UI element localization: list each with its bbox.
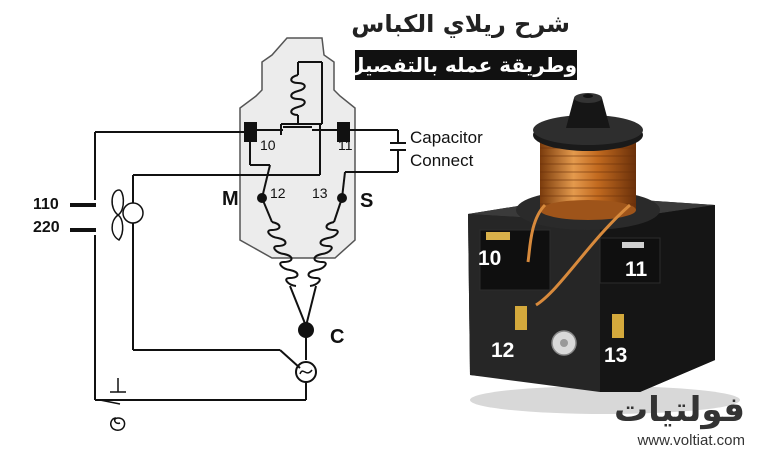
- winding-label-start: S: [360, 190, 373, 212]
- photo-terminal-11: 11: [625, 258, 648, 281]
- supply-terminal-top: [70, 203, 96, 207]
- fan-icon: [111, 189, 144, 241]
- capacitor-symbol: [341, 129, 406, 199]
- relay-terminal-12: 12: [270, 185, 286, 201]
- supply-label-220: 220: [33, 219, 60, 236]
- photo-terminal-13: 13: [604, 344, 627, 367]
- supply-terminal-bottom: [70, 228, 96, 232]
- circuit-wires: [94, 124, 321, 401]
- common-node: [298, 322, 314, 338]
- title-line-1: شرح ريلاي الكباس: [351, 10, 570, 38]
- capacitor-label: Capacitor: [410, 128, 483, 147]
- brand-url: www.voltiat.com: [637, 432, 745, 449]
- supply-label-110: 110: [33, 196, 59, 213]
- relay-photo: [468, 93, 740, 414]
- relay-terminal-13: 13: [312, 185, 328, 201]
- overload-protector: [295, 361, 317, 383]
- winding-label-main: M: [222, 188, 239, 210]
- title-line-2: وطريقة عمله بالتفصيل: [347, 50, 577, 80]
- thermostat-switch-icon: [99, 378, 126, 431]
- relay-housing: [239, 37, 356, 259]
- motor-windings: [257, 193, 347, 360]
- relay-terminal-11: 11: [338, 137, 353, 153]
- relay-contacts: [244, 122, 350, 142]
- relay-coil-symbol: [281, 61, 323, 125]
- photo-terminal-12: 12: [491, 339, 514, 362]
- winding-label-common: C: [330, 326, 344, 348]
- capacitor-connect-label: Connect: [410, 151, 474, 170]
- brand-logo-text: فولتيات: [613, 390, 745, 430]
- relay-terminal-10: 10: [260, 137, 276, 153]
- photo-terminal-10: 10: [478, 247, 501, 270]
